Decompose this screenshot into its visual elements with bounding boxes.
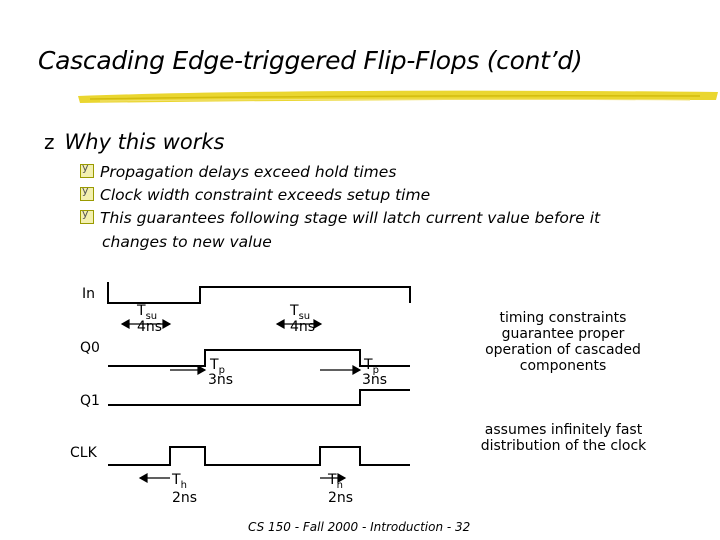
bullet-box-icon bbox=[80, 184, 94, 201]
th-value-1: 2ns bbox=[172, 490, 198, 506]
signal-label-clk: CLK bbox=[70, 445, 97, 461]
bullet-box-icon bbox=[80, 161, 94, 178]
slide-footer: CS 150 - Fall 2000 - Introduction - 32 bbox=[248, 520, 471, 534]
q0-waveform bbox=[108, 349, 410, 367]
tsu-label-1: Tsu bbox=[137, 303, 158, 322]
tsu-label-2: Tsu bbox=[290, 303, 311, 322]
bullet-marker-icon: z bbox=[44, 130, 55, 154]
note-clock-distribution: assumes infinitely fast distribution of … bbox=[480, 422, 647, 454]
tp-value-2: 3ns bbox=[362, 372, 388, 388]
tp-label-2: Tp bbox=[364, 357, 379, 376]
th-label-2: Th bbox=[328, 472, 343, 491]
sub-bullet-3: This guarantees following stage will lat… bbox=[80, 207, 600, 227]
tsu-value-2: 4ns bbox=[290, 319, 316, 335]
in-waveform bbox=[107, 282, 411, 304]
signal-label-q1: Q1 bbox=[80, 393, 100, 409]
clk-waveform bbox=[108, 446, 410, 466]
main-bullet: z Why this works bbox=[44, 130, 224, 154]
th-value-2: 2ns bbox=[328, 490, 354, 506]
sub-bullet-3-continuation: changes to new value bbox=[102, 233, 272, 251]
bullet-box-icon bbox=[80, 207, 94, 224]
signal-label-q0: Q0 bbox=[80, 340, 100, 356]
tsu-value-1: 4ns bbox=[137, 319, 163, 335]
slide-title: Cascading Edge-triggered Flip-Flops (con… bbox=[38, 46, 583, 75]
tp-label-1: Tp bbox=[210, 357, 225, 376]
q1-waveform bbox=[108, 389, 410, 406]
th-label-1: Th bbox=[172, 472, 187, 491]
signal-label-in: In bbox=[82, 286, 96, 302]
main-bullet-text: Why this works bbox=[64, 130, 225, 154]
sub-bullet-1: Propagation delays exceed hold times bbox=[80, 161, 396, 181]
sub-bullet-2: Clock width constraint exceeds setup tim… bbox=[80, 184, 430, 204]
tp-value-1: 3ns bbox=[208, 372, 234, 388]
note-timing-constraints: timing constraints guarantee proper oper… bbox=[485, 310, 641, 374]
